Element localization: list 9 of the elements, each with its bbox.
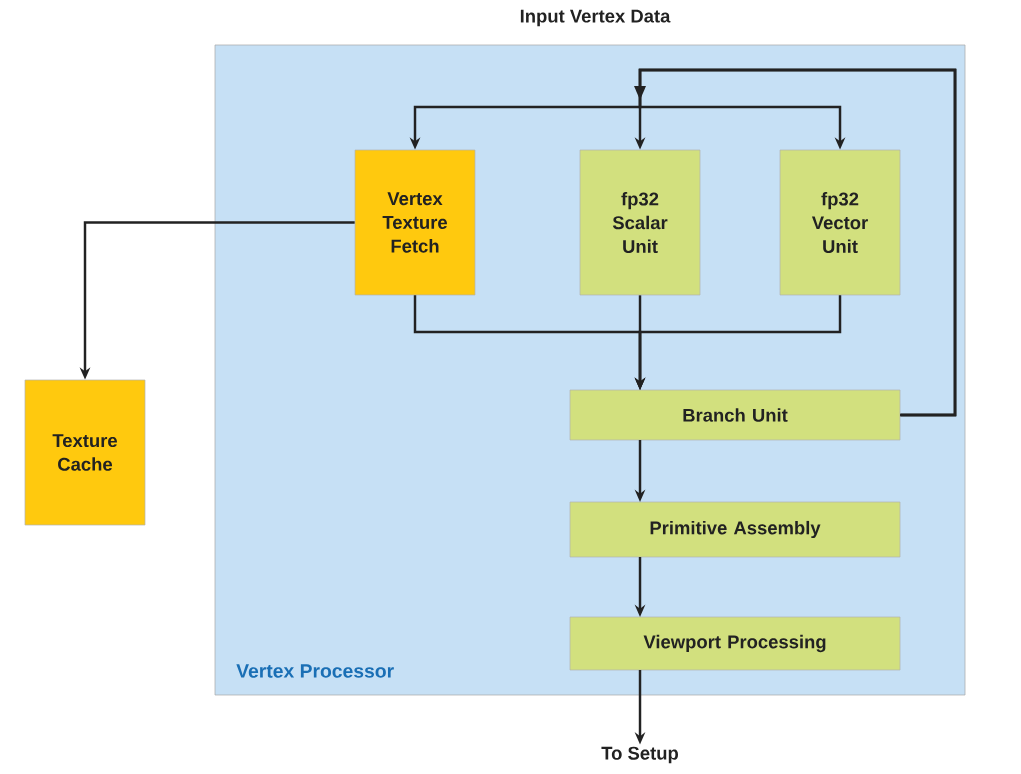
unit-box: fp32 Vector Unit [779,149,901,296]
unit-box: Viewport Processing [569,616,901,671]
unit-box: fp32 Scalar Unit [579,149,701,296]
output-text: To Setup [601,746,678,764]
unit-box: Vertex Texture Fetch [354,149,476,296]
unit-box: Texture Cache [24,379,146,526]
caption-text: Input Vertex Data [520,9,671,27]
unit-box: Branch Unit [569,389,901,441]
unit-box: Primitive Assembly [569,501,901,558]
